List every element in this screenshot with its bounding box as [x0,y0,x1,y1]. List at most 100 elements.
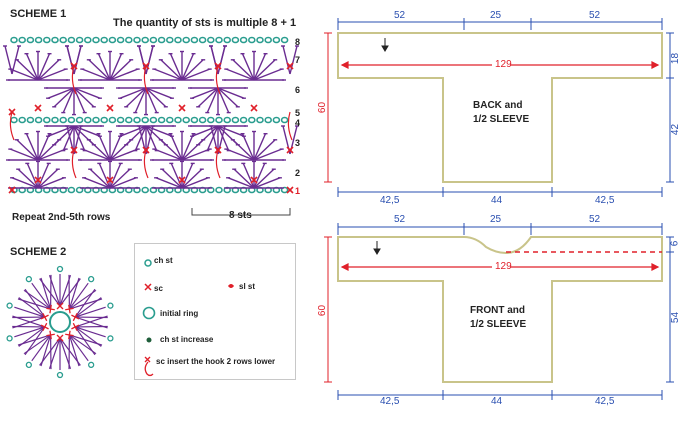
row-number-4: 4 [295,118,301,128]
chain-stitch [10,116,18,124]
hook-curve [143,65,149,95]
chain-stitch [166,116,174,124]
chain-stitch [59,116,68,124]
row-number-2: 2 [295,168,301,178]
legend-initial-ring: initial ring [160,309,199,318]
sc-stitch [178,104,186,112]
back-title-line2: 1/2 SLEEVE [473,114,530,125]
back-bottom-dim-left: 42,5 [380,195,400,206]
chain-stitch [108,116,117,124]
chain-stitch [264,36,273,44]
shell-fan [78,130,142,161]
chain-stitch [133,36,141,44]
chain-stitch [280,186,289,194]
chain-stitch [42,116,51,124]
v-stitch [209,45,227,75]
front-title-line2: 1/2 SLEEVE [470,319,527,330]
hook-curve [287,111,293,141]
front-bottom-dim-right: 42,5 [595,396,615,407]
ch-st-symbol [144,259,152,267]
chain-stitch [157,116,166,124]
row-number-5: 5 [295,108,301,118]
sc-stitch [250,176,258,184]
front-right-bottom: 54 [670,311,682,324]
chain-stitch [239,116,248,124]
sc-stitch [178,176,186,184]
front-width-total: 129 [495,261,512,272]
chain-stitch [182,116,190,124]
row-number-7: 7 [295,55,301,65]
sc-stitch [286,62,294,70]
chain-stitch [34,36,43,44]
chain-stitch [215,116,223,124]
front-panel-outline [337,236,663,383]
sc-stitch [106,176,114,184]
back-width-total: 129 [495,59,512,70]
chain-stitch [248,116,256,124]
shell-fan [44,125,104,154]
back-right-top: 18 [670,52,682,65]
chain-stitch [18,36,27,44]
chain-stitch [272,116,281,124]
front-panel-diagram [324,223,674,400]
chain-stitch [92,36,100,44]
chain-stitch [198,36,207,44]
chain-stitch [18,116,27,124]
back-top-dim-right: 52 [589,10,601,21]
back-bottom-dim-right: 42,5 [595,195,615,206]
chain-stitch [182,36,190,44]
shell-fan [44,87,104,116]
chain-stitch [256,116,264,124]
legend-sc: sc [154,284,163,293]
chain-stitch [215,186,223,194]
chain-stitch [141,116,149,124]
sc-stitch [106,104,114,112]
chain-stitch [264,116,273,124]
sc-stitch [8,186,16,194]
sc-stitch [250,104,258,112]
shell-fan [8,160,68,189]
shell-fan [6,130,70,161]
chain-stitch [26,36,35,44]
front-left-height: 60 [317,304,329,317]
back-title-line1: BACK and [473,100,523,111]
chain-stitch [198,116,207,124]
scheme1-title: SCHEME 1 [10,8,67,20]
chain-stitch [100,116,108,124]
v-stitch [281,45,299,75]
chain-stitch [190,116,199,124]
shell-fan [78,50,142,81]
repeat-note: Repeat 2nd-5th rows [12,212,111,223]
row-number-6: 6 [295,85,301,95]
chain-stitch [100,36,108,44]
front-top-dim-left: 52 [394,214,406,225]
hook-curve [9,111,15,141]
chain-stitch [108,36,117,44]
hook-curve [215,149,221,179]
front-top-dim-middle: 25 [490,214,502,225]
shell-fan [222,50,286,81]
chain-stitch [116,36,125,44]
sc-stitch [286,146,294,154]
chain-stitch [231,36,240,44]
legend-ch-st-increase: ch st increase [160,335,214,344]
chain-stitch [59,36,68,44]
chain-stitch [34,116,43,124]
chain-stitch [157,36,166,44]
chain-stitch [75,36,84,44]
ch-st-increase-symbol [146,337,152,343]
back-top-dim-middle: 25 [490,10,502,21]
initial-ring-symbol [142,306,156,320]
chain-stitch [248,36,256,44]
back-right-bottom: 42 [670,123,682,136]
sc-stitch [34,104,42,112]
chain-stitch [223,116,231,124]
chain-stitch [51,116,59,124]
legend-ch-st: ch st [154,256,173,265]
chain-stitch [84,36,92,44]
shell-fan [188,87,248,116]
chain-stitch [149,116,158,124]
chain-stitch [84,116,92,124]
row-number-8: 8 [295,37,301,47]
chain-stitch [26,116,35,124]
